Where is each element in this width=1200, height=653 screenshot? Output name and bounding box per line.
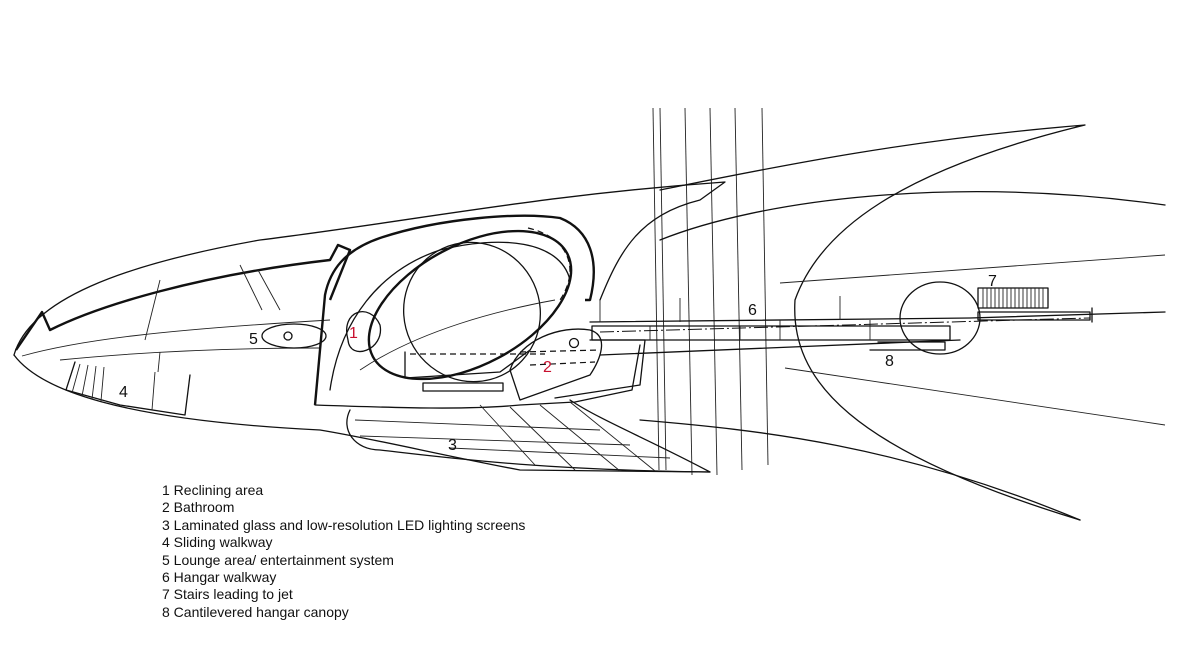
legend-item: 7 Stairs leading to jet xyxy=(162,586,293,603)
callout-8: 8 xyxy=(885,353,894,370)
lounge-area-shape xyxy=(261,323,327,349)
vertical-mast-lines xyxy=(652,107,769,476)
legend-item: 5 Lounge area/ entertainment system xyxy=(162,551,394,568)
legend-item: 2 Bathroom xyxy=(162,499,235,516)
callout-6: 6 xyxy=(748,302,757,319)
callout-3: 3 xyxy=(448,437,457,454)
jet-stairs xyxy=(899,281,1093,355)
central-cabin-pod xyxy=(313,214,641,409)
main-hull-outline xyxy=(13,181,726,473)
cantilevered-canopy-arm xyxy=(869,341,946,351)
legend-item: 6 Hangar walkway xyxy=(162,569,277,586)
callout-5: 5 xyxy=(249,331,258,348)
callout-2: 2 xyxy=(543,359,552,376)
legend-item: 4 Sliding walkway xyxy=(162,534,273,551)
legend-list: 1 Reclining area 2 Bathroom 3 Laminated … xyxy=(162,482,525,621)
stair-treads xyxy=(982,288,1044,308)
hangar-canopy-outline xyxy=(639,124,1166,521)
callout-1: 1 xyxy=(349,325,358,342)
legend-item: 1 Reclining area xyxy=(162,482,264,498)
sliding-walkway-ribs xyxy=(65,351,191,416)
legend-item: 8 Cantilevered hangar canopy xyxy=(162,603,349,620)
hangar-walkway xyxy=(589,296,1166,356)
glass-led-screen-grid xyxy=(346,399,711,473)
callout-7: 7 xyxy=(988,273,997,290)
bathroom-pod xyxy=(509,328,646,401)
callout-4: 4 xyxy=(119,384,128,401)
legend-item: 3 Laminated glass and low-resolution LED… xyxy=(162,516,526,533)
